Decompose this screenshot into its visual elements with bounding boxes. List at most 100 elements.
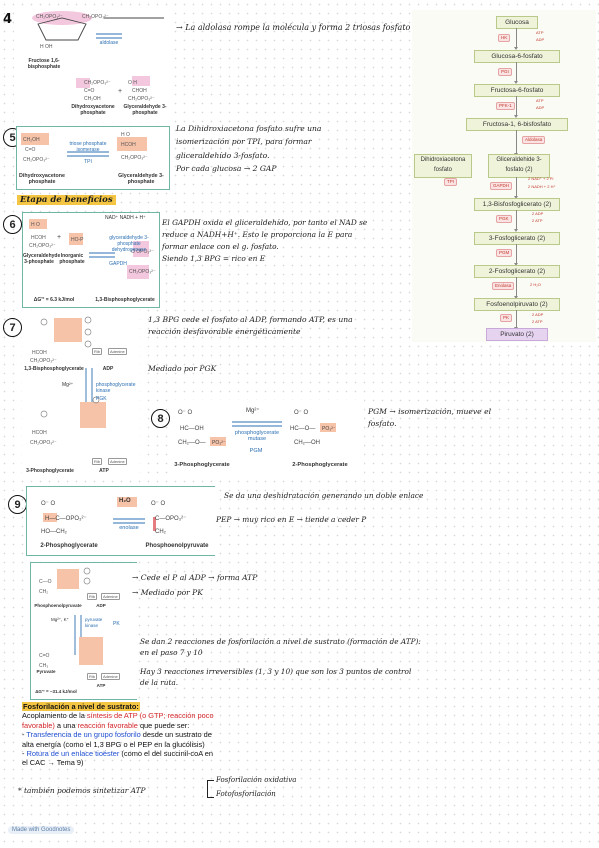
- pgm-reaction-icon: O⁻ O HC—OH CH₂—O— PO₃²⁻ O⁻ O HC—O— PO₃²⁻…: [178, 410, 336, 446]
- step5-note: La Dihidroxiacetona fosfato sufre una is…: [176, 124, 322, 174]
- pep-label: Phosphoenolpyruvate: [34, 603, 82, 608]
- svg-text:HCOH: HCOH: [32, 430, 47, 436]
- svg-text:CH₂: CH₂: [155, 529, 167, 535]
- step8-figure: O⁻ O HC—OH CH₂—O— PO₃²⁻ O⁻ O HC—O— PO₃²⁻…: [170, 400, 364, 474]
- atp-label: ATP: [96, 683, 106, 688]
- svg-text:C=O: C=O: [25, 147, 36, 153]
- step5-figure: CH₂OH C=O CH₂OPO₃²⁻ H O HCOH CH₂OPO₃²⁻ D…: [16, 126, 170, 190]
- adp-label: ADP: [102, 366, 114, 372]
- pathway-step: 3-Fosfoglicerato (2): [474, 232, 560, 245]
- box-title: Fosforilación a nivel de sustrato:: [22, 702, 140, 712]
- step9-note: Se da una deshidratación generando un do…: [224, 491, 424, 500]
- pathway-arrow: [514, 62, 518, 84]
- step7-note-2: Mediado por PGK: [148, 364, 217, 373]
- pathway-enzyme: PFK-1: [496, 102, 515, 110]
- pk-enzyme-label: pyruvate kinase: [85, 617, 103, 628]
- phosphate-label: Inorganic phosphate: [59, 253, 85, 265]
- svg-text:CH₂OPO₃²⁻: CH₂OPO₃²⁻: [23, 157, 50, 163]
- svg-text:O OPO₃²⁻: O OPO₃²⁻: [131, 249, 154, 255]
- 2pg-label: 2-Phosphoglycerate: [292, 462, 348, 468]
- bracket-icon: [207, 780, 214, 798]
- pathway-enzyme: PGM: [496, 249, 513, 257]
- gapdh-abbr-label: GAPDH: [109, 261, 127, 267]
- enolase-label: enolase: [119, 525, 139, 531]
- ribose-icon: Rib: [87, 673, 98, 680]
- section-title: Etapa de beneficios: [17, 195, 116, 205]
- pk-reaction-icon: C—O CH₂ C=O CH₃: [39, 567, 103, 669]
- svg-text:H O: H O: [31, 222, 40, 228]
- bpg-label: 1,3-Bisphosphoglycerate: [95, 297, 155, 303]
- svg-text:CH₂OH: CH₂OH: [23, 137, 40, 143]
- footer-option-1: Fosforilación oxidativa: [216, 776, 297, 784]
- step7-note: 1,3 BPG cede el fosfato al ADP, formando…: [148, 315, 353, 336]
- svg-text:CH₂OPO₃²⁻: CH₂OPO₃²⁻: [29, 243, 56, 249]
- pk-abbr-label: PK: [113, 621, 120, 627]
- svg-text:HO-P: HO-P: [71, 237, 84, 243]
- svg-text:CH₂OPO₃²⁻: CH₂OPO₃²⁻: [128, 96, 155, 102]
- pathway-enzyme: PK: [500, 314, 513, 322]
- 2pg-label: 2-Phosphoglycerate: [40, 543, 98, 549]
- fructose-structure-icon: CH₂OPO₃²⁻ CH₂OPO₃²⁻ H OH CH₂OPO₃²⁻ C=O C…: [32, 11, 164, 102]
- pathway-arrow: [514, 177, 518, 199]
- svg-text:O H: O H: [128, 80, 137, 86]
- 3pg-label: 3-Phosphoglycerate: [26, 468, 74, 474]
- adenine-icon: Adenine: [101, 673, 120, 680]
- cofactor-label: NAD⁺ NADH + H⁺: [105, 215, 146, 221]
- step4-figure: CH₂OPO₃²⁻ CH₂OPO₃²⁻ H OH CH₂OPO₃²⁻ C=O C…: [14, 10, 172, 122]
- svg-text:H—C—OPO₃²⁻: H—C—OPO₃²⁻: [45, 516, 87, 522]
- svg-text:CH₂OPO₃²⁻: CH₂OPO₃²⁻: [82, 14, 109, 20]
- svg-text:CH₂—O—: CH₂—O—: [178, 440, 206, 446]
- ribose-icon: Rib: [92, 348, 103, 355]
- step7-figure: HCOH CH₂OPO₃²⁻ HCOH CH₂OPO₃²⁻ Rib Adenin…: [22, 310, 140, 476]
- gapdh-enzyme-label: glyceraldehyde 3-phosphate dehydrogenase: [109, 235, 149, 253]
- pathway-enzyme: PGK: [496, 215, 512, 223]
- svg-text:CH₂OPO₃²⁻: CH₂OPO₃²⁻: [30, 440, 57, 446]
- energy-label: ΔG'° = 6.3 kJ/mol: [33, 297, 75, 303]
- step-number-9: 9: [8, 495, 27, 514]
- star-note-2: Hay 3 reacciones irreversibles (1, 3 y 1…: [140, 667, 412, 687]
- pathway-arrow: [514, 310, 518, 330]
- pep-label: Phosphoenolpyruvate: [145, 543, 209, 549]
- svg-text:C=O: C=O: [84, 88, 95, 94]
- pathway-step: Fructosa-1, 6-bisfosfato: [466, 118, 568, 131]
- goodnotes-logo: Made with Goodnotes: [8, 826, 75, 834]
- step10-note: → Cede el P al ADP → forma ATP → Mediado…: [132, 573, 258, 597]
- step6-note: El GAPDH oxida el gliceraldehído, por ta…: [162, 218, 368, 263]
- svg-text:CH₂: CH₂: [39, 589, 48, 595]
- svg-text:CH₂OH: CH₂OH: [84, 96, 101, 102]
- step9-figure: O⁻ O H—C—OPO₃²⁻ HO—CH₂ O⁻ O C—OPO₃²⁻ CH₂…: [26, 486, 215, 556]
- enolase-reaction-icon: O⁻ O H—C—OPO₃²⁻ HO—CH₂ O⁻ O C—OPO₃²⁻ CH₂: [41, 497, 186, 535]
- pathway-enzyme: PGI: [498, 68, 512, 76]
- pathway-step: Glucosa: [496, 16, 538, 29]
- tpi-enzyme-label: triose phosphate isomerase: [69, 141, 107, 153]
- svg-text:O⁻ O: O⁻ O: [151, 501, 166, 507]
- svg-text:C—O: C—O: [39, 579, 52, 585]
- pathway-step: Piruvato (2): [486, 328, 548, 341]
- svg-text:PO₃²⁻: PO₃²⁻: [322, 426, 336, 432]
- mg-k-label: Mg²⁺, K⁺: [51, 617, 70, 622]
- step-number-7: 7: [3, 318, 22, 337]
- svg-text:CH₂OPO₃²⁻: CH₂OPO₃²⁻: [121, 155, 148, 161]
- svg-text:H O: H O: [121, 132, 130, 138]
- gapdh-reaction-icon: H O HCOH CH₂OPO₃²⁻ + HO-P O OPO₃²⁻ CH₂OP…: [29, 219, 156, 279]
- gap-label: Glyceraldehyde 3-phosphate: [123, 104, 167, 116]
- ribose-icon: Rib: [87, 593, 98, 600]
- step4-note: → La aldolasa rompe la molécula y forma …: [176, 23, 411, 32]
- tpi-reaction-icon: CH₂OH C=O CH₂OPO₃²⁻ H O HCOH CH₂OPO₃²⁻: [21, 132, 148, 163]
- pgk-enzyme-label: phosphoglycerate kinase: [96, 382, 136, 394]
- water-label: H₂O: [119, 498, 131, 504]
- dhap-label: Dihydroxyacetone phosphate: [19, 173, 65, 185]
- pgk-abbr-label: PGK: [96, 396, 107, 402]
- svg-text:CHOH: CHOH: [132, 88, 147, 94]
- adenine-icon: Adenine: [101, 593, 120, 600]
- svg-text:HCOH: HCOH: [31, 235, 46, 241]
- tpi-abbr-label: TPI: [84, 159, 92, 165]
- step-number-4: 4: [3, 12, 13, 27]
- svg-text:+: +: [118, 88, 122, 95]
- pathway-arrow: [514, 244, 518, 266]
- adenine-icon: Adenine: [108, 348, 127, 355]
- step6-figure: H O HCOH CH₂OPO₃²⁻ + HO-P O OPO₃²⁻ CH₂OP…: [22, 212, 160, 308]
- mg-label: Mg²⁺: [62, 382, 74, 388]
- pathway-step: Fosfoenolpiruvato (2): [474, 298, 560, 311]
- glycolysis-pathway: Glucosa HK ATP ADP Glucosa-6-fosfato PGI…: [412, 10, 596, 342]
